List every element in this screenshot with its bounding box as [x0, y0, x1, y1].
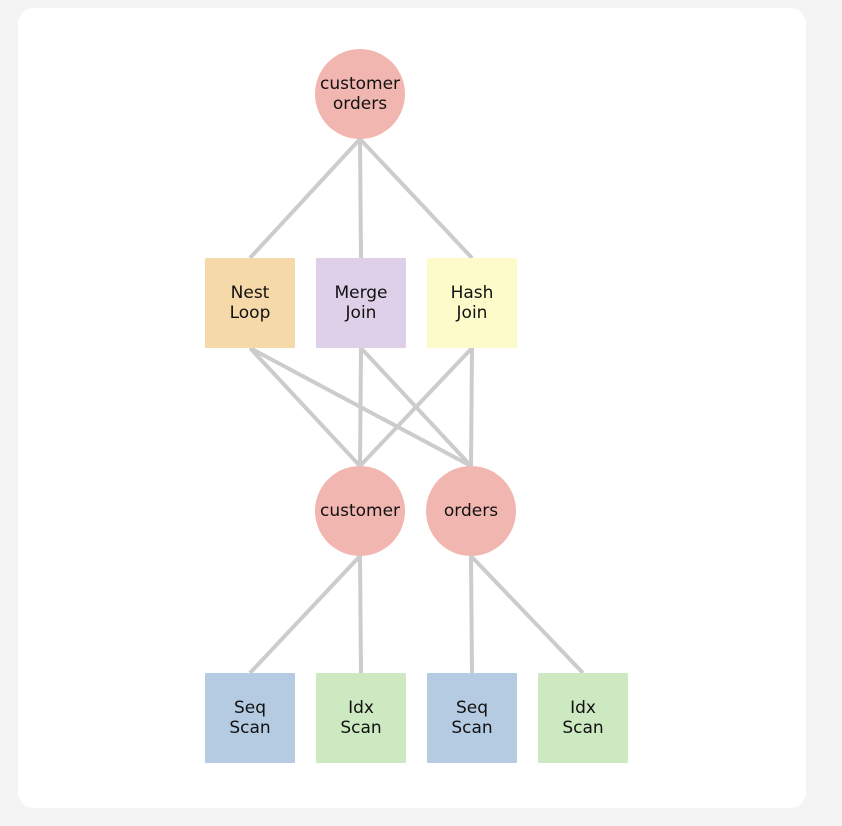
node-idx-scan-2[interactable]: Idx Scan	[538, 673, 628, 763]
edge-customer-to-idx-scan-1	[358, 555, 363, 674]
edge-nest-loop-to-customer	[248, 346, 362, 468]
node-seq-scan-1[interactable]: Seq Scan	[205, 673, 295, 763]
node-nest-loop[interactable]: Nest Loop	[205, 258, 295, 348]
node-label-idx-scan-1: Idx Scan	[340, 698, 382, 738]
edge-hash-join-to-customer	[358, 346, 474, 468]
edge-merge-join-to-customer	[358, 347, 363, 467]
edge-layer	[248, 137, 585, 675]
edge-orders-to-seq-scan-2	[469, 555, 474, 674]
node-customer[interactable]: customer	[315, 466, 405, 556]
node-label-customer: customer	[319, 501, 401, 521]
node-idx-scan-1[interactable]: Idx Scan	[316, 673, 406, 763]
edge-root-to-nest-loop	[248, 137, 362, 260]
node-label-nest-loop: Nest Loop	[229, 283, 271, 323]
node-label-hash-join: Hash Join	[450, 283, 494, 323]
edge-root-to-hash-join	[358, 137, 474, 260]
diagram-card	[18, 8, 806, 808]
node-orders[interactable]: orders	[426, 466, 516, 556]
node-label-root: customer orders	[319, 74, 401, 114]
node-label-merge-join: Merge Join	[334, 283, 388, 323]
edge-root-to-merge-join	[358, 138, 363, 259]
node-label-seq-scan-2: Seq Scan	[451, 698, 493, 738]
node-label-seq-scan-1: Seq Scan	[229, 698, 271, 738]
edge-hash-join-to-orders	[469, 347, 474, 467]
node-merge-join[interactable]: Merge Join	[316, 258, 406, 348]
node-label-orders: orders	[443, 501, 499, 521]
edge-customer-to-seq-scan-1	[248, 554, 362, 675]
node-seq-scan-2[interactable]: Seq Scan	[427, 673, 517, 763]
edge-orders-to-idx-scan-2	[469, 554, 585, 675]
node-label-idx-scan-2: Idx Scan	[562, 698, 604, 738]
node-hash-join[interactable]: Hash Join	[427, 258, 517, 348]
node-root[interactable]: customer orders	[315, 49, 405, 139]
